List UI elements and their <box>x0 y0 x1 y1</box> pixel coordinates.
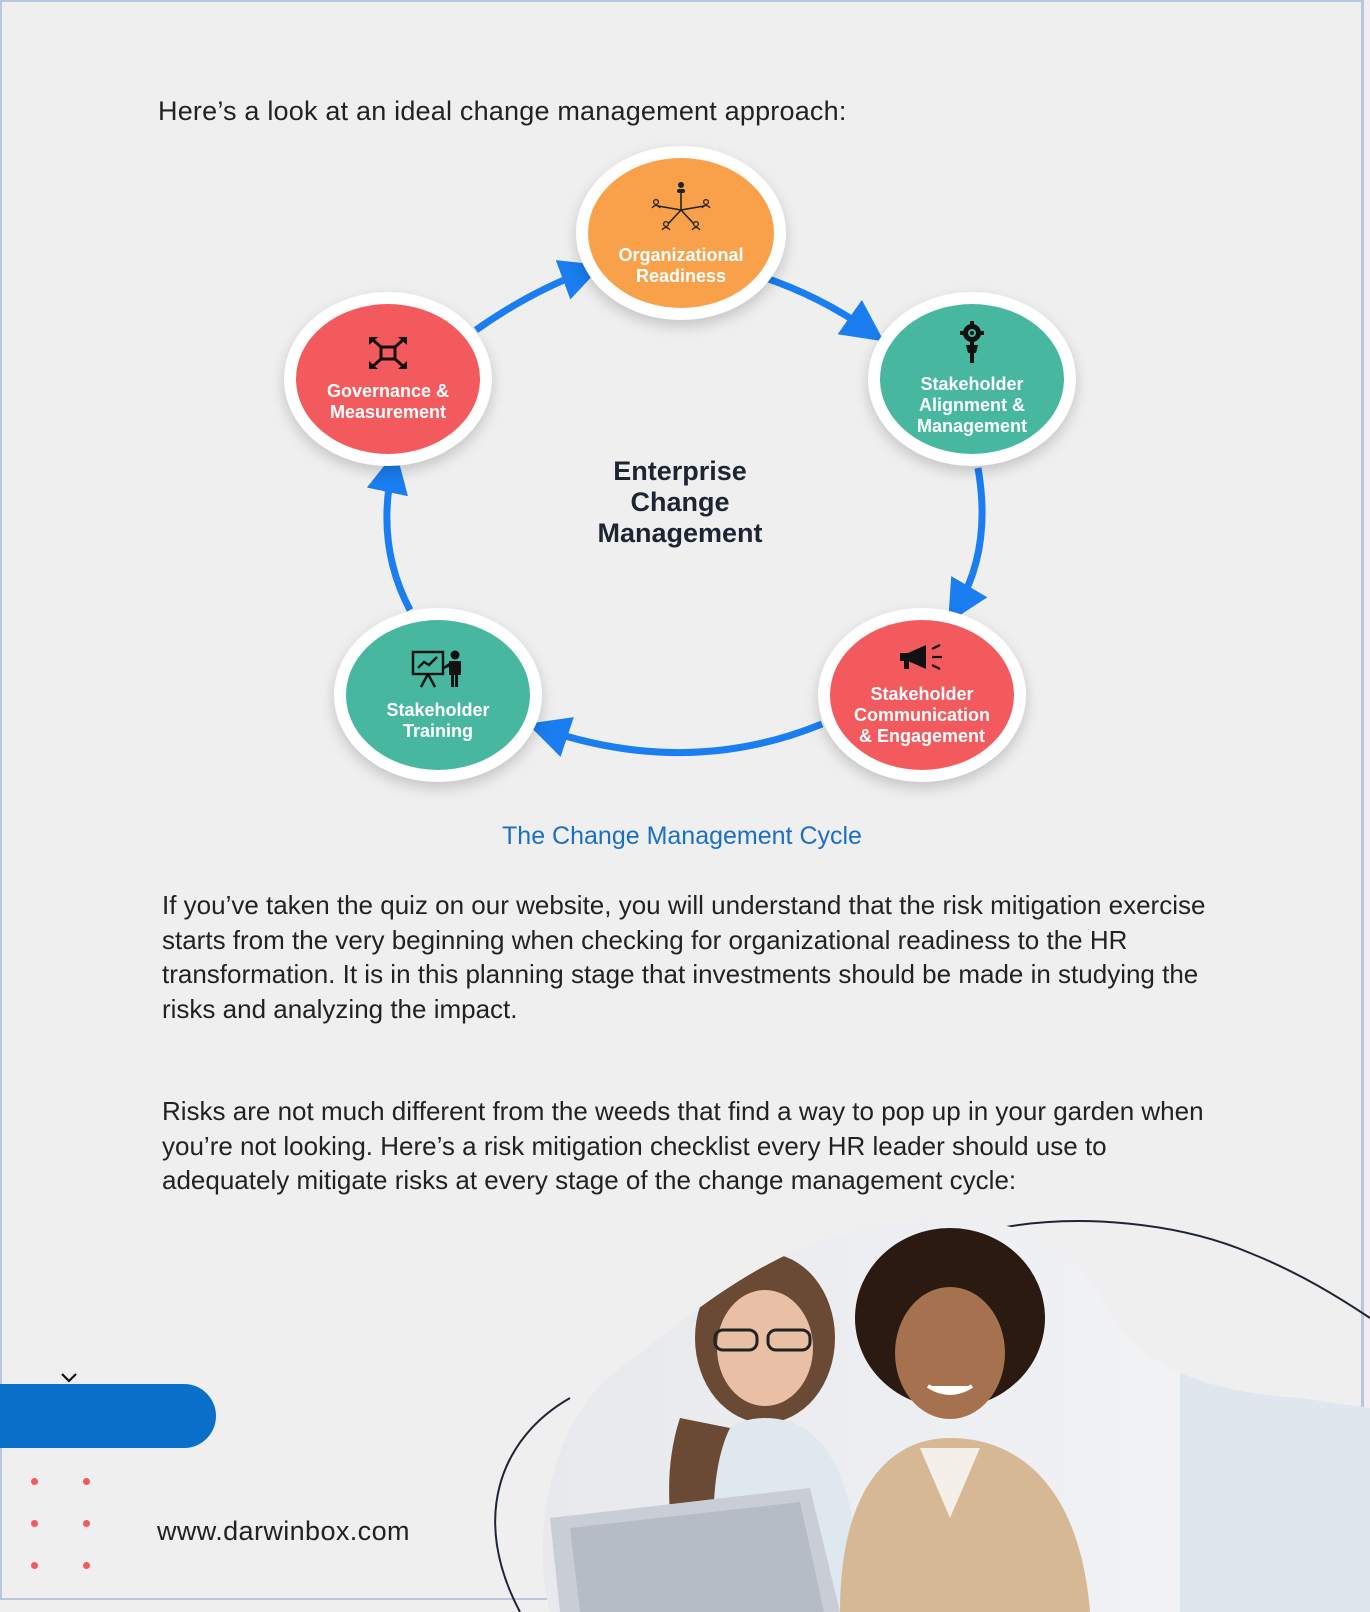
node-stakeholder-communication: Stakeholder Communication & Engagement <box>818 608 1026 782</box>
paragraph-risk-checklist: Risks are not much different from the we… <box>162 1096 1204 1195</box>
expand-arrows-icon <box>368 336 408 375</box>
megaphone-icon <box>896 643 948 678</box>
arrow-governance-to-org <box>473 260 603 333</box>
change-cycle-diagram: Organizational Readiness <box>284 146 1076 782</box>
arrow-communication-to-training <box>527 717 824 758</box>
intro-text: Here’s a look at an ideal change managem… <box>158 96 847 126</box>
photo-two-women-laptop <box>494 1220 1370 1612</box>
node-circle: Stakeholder Communication & Engagement <box>830 620 1014 770</box>
node-circle: Governance & Measurement <box>296 304 480 454</box>
node-stakeholder-alignment: Stakeholder Alignment & Management <box>868 292 1076 466</box>
node-organizational-readiness: Organizational Readiness <box>576 146 786 320</box>
diagram-caption: The Change Management Cycle <box>502 822 862 850</box>
node-governance-measurement: Governance & Measurement <box>284 292 492 466</box>
node-label: Organizational Readiness <box>618 244 744 286</box>
arrow-alignment-to-communication <box>948 467 988 623</box>
paragraph-risk-mitigation: If you’ve taken the quiz on our website,… <box>162 890 1206 1024</box>
arrow-org-to-alignment <box>758 272 884 342</box>
footer-website-url: www.darwinbox.com <box>157 1516 410 1546</box>
arrow-training-to-governance <box>366 450 414 612</box>
org-network-icon <box>646 180 716 239</box>
diagram-center-title: Enterprise Change Management <box>597 456 763 548</box>
node-circle: Stakeholder Alignment & Management <box>880 304 1064 454</box>
chevron-down-icon <box>61 1373 77 1383</box>
node-circle: Organizational Readiness <box>588 158 774 308</box>
gear-person-icon <box>952 321 992 368</box>
node-label: Governance & Measurement <box>326 380 450 422</box>
node-circle: Stakeholder Training <box>346 620 530 770</box>
node-label: Stakeholder Alignment & Management <box>916 374 1028 436</box>
presentation-board-icon <box>411 649 465 694</box>
node-label: Stakeholder Training <box>386 699 490 741</box>
decorative-dots <box>25 1474 105 1574</box>
node-stakeholder-training: Stakeholder Training <box>334 608 542 782</box>
decorative-blue-bar <box>0 1384 216 1448</box>
node-label: Stakeholder Communication & Engagement <box>853 684 990 746</box>
cycle-arrows <box>366 260 988 758</box>
